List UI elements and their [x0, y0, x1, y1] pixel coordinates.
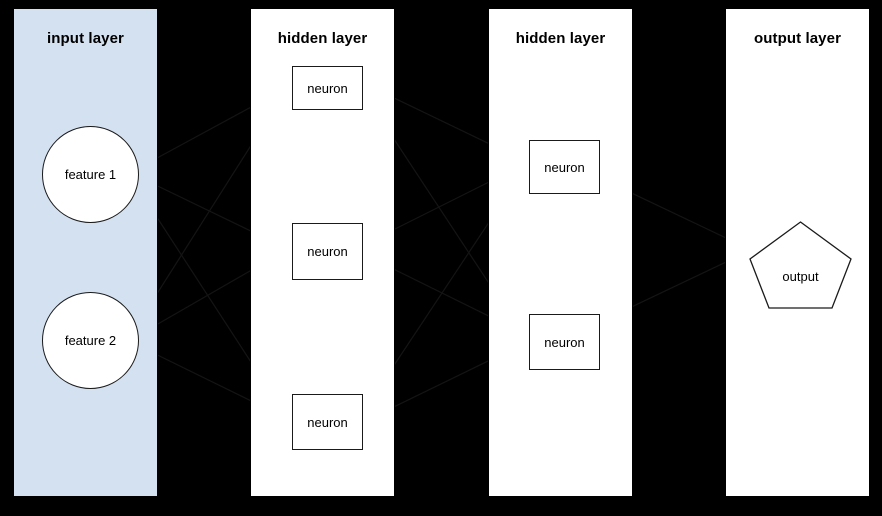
hidden-1-node-1[interactable]: neuron: [292, 66, 363, 110]
hidden-1-node-2[interactable]: neuron: [292, 223, 363, 280]
hidden-1-node-2-label: neuron: [307, 244, 348, 259]
hidden-1-node-3[interactable]: neuron: [292, 394, 363, 450]
layer-panel-input[interactable]: input layer feature 1 feature 2: [13, 8, 158, 497]
input-node-feature-2[interactable]: feature 2: [42, 292, 139, 389]
input-node-feature-2-label: feature 2: [64, 333, 117, 348]
layer-title-input: input layer: [47, 30, 124, 47]
layer-panel-hidden-1[interactable]: hidden layer neuron neuron neuron: [250, 8, 395, 497]
layer-title-hidden-1: hidden layer: [277, 30, 368, 47]
input-node-feature-1[interactable]: feature 1: [42, 126, 139, 223]
hidden-2-node-2-label: neuron: [544, 334, 585, 350]
pentagon-shape-icon: [749, 221, 852, 309]
layer-panel-hidden-2[interactable]: hidden layer neuron neuron: [488, 8, 633, 497]
output-node-label: output: [782, 269, 819, 284]
layer-title-output: output layer: [753, 30, 842, 47]
hidden-2-node-2[interactable]: neuron: [529, 314, 600, 370]
hidden-2-node-1[interactable]: neuron: [529, 140, 600, 194]
hidden-1-node-1-label: neuron: [307, 80, 348, 96]
output-node-pentagon[interactable]: output: [749, 221, 852, 309]
hidden-1-node-3-label: neuron: [307, 414, 348, 430]
input-node-feature-1-label: feature 1: [64, 167, 117, 182]
hidden-2-node-1-label: neuron: [544, 159, 585, 175]
layer-title-hidden-2: hidden layer: [515, 30, 606, 47]
layer-panel-output[interactable]: output layer output: [725, 8, 870, 497]
